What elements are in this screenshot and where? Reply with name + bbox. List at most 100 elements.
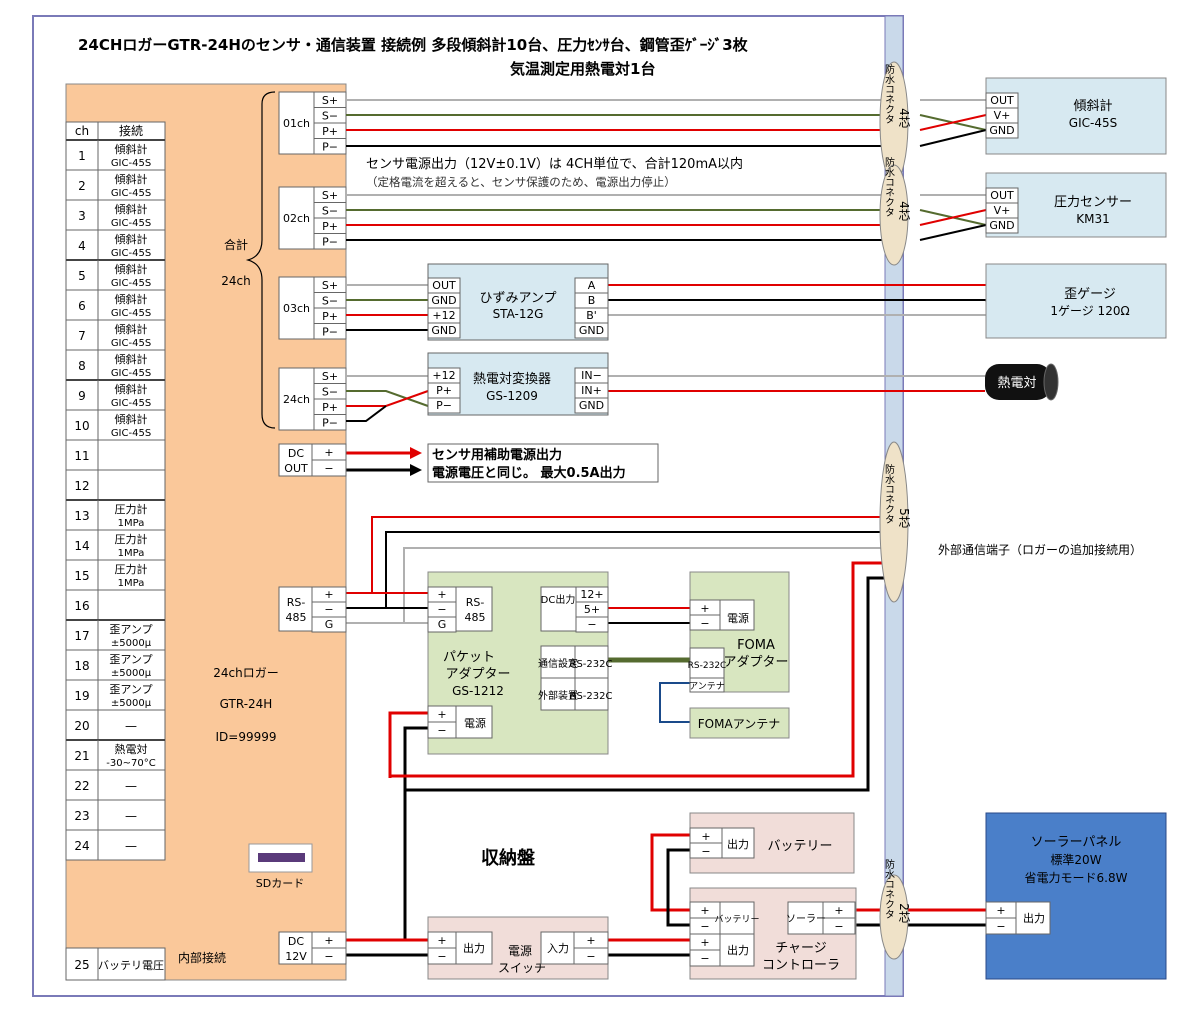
strain-amp-left-pin-label: GND (431, 294, 456, 307)
packet-dc-pin-frame (575, 586, 609, 633)
rs485-label1: RS- (287, 596, 306, 609)
charger-solar-minus: − (834, 920, 843, 933)
connector-label: 防水コネクタ (883, 156, 895, 217)
packet-ext-port-label: RS-232C (570, 691, 613, 702)
tc-converter-right-pins: IN−IN+GND (574, 367, 609, 414)
table-ch-number: 5 (78, 269, 86, 283)
charger-solar-label: ソーラー (786, 913, 826, 925)
table-row (65, 169, 166, 201)
table-ch-number: 22 (74, 779, 89, 793)
strain-gauge-name: 歪ゲージ (1064, 287, 1116, 302)
strain-amp-model: STA-12G (493, 307, 544, 321)
channel-pin-label: S+ (322, 94, 338, 107)
table-conn-line2: GIC-45S (111, 308, 151, 319)
solar-plus: + (996, 904, 1005, 917)
channel-pin-label: P− (322, 236, 338, 249)
channel-pin-label: P+ (322, 401, 338, 414)
sensor-power-note-2: （定格電流を超えると、センサ保護のため、電源出力停止） (366, 175, 676, 189)
table-conn-line2: 1MPa (118, 518, 145, 529)
table-row (65, 229, 166, 261)
channel-name: 03ch (283, 302, 310, 315)
table-conn-line1: 傾斜計 (115, 412, 148, 426)
table-ch-number: 12 (74, 479, 89, 493)
packet-dc-label: DC出力 (541, 593, 576, 606)
packet-model: GS-1212 (452, 684, 504, 698)
packet-comm-label: 通信設定 (538, 657, 578, 670)
thermocouple: 熱電対 (985, 363, 1059, 401)
charger-name2: コントローラ (762, 958, 840, 973)
table-conn-line2: GIC-45S (111, 398, 151, 409)
inclinometer-pin-frame (985, 92, 1019, 139)
inclinometer-pin-label: V+ (994, 109, 1011, 122)
table-row (65, 679, 166, 711)
switch-out-minus: − (437, 950, 446, 963)
foma-antenna-label: FOMAアンテナ (698, 717, 780, 731)
battery-minus: − (701, 845, 710, 858)
table-ch-number: 19 (74, 689, 89, 703)
sd-card-icon (258, 853, 305, 862)
table-conn-line1: 傾斜計 (115, 142, 148, 156)
table-row (65, 709, 166, 741)
battery-plus: + (701, 830, 710, 843)
table-ch-number: 18 (74, 659, 89, 673)
pressure-pin-label: OUT (990, 189, 1014, 202)
solar-minus: − (996, 920, 1005, 933)
switch-in-label: 入力 (547, 942, 569, 955)
table-ch-number: 14 (74, 539, 89, 553)
charger-bat-label: バッテリー (714, 914, 759, 925)
table-row (65, 439, 166, 471)
solar-out-label: 出力 (1023, 911, 1045, 925)
switch-in-plus: + (586, 934, 595, 947)
foma-rs232c-port (689, 647, 725, 679)
solar-name: ソーラーパネル (1031, 835, 1122, 850)
pressure-sensor-model: KM31 (1076, 212, 1110, 226)
table-row (65, 409, 166, 441)
foma-antenna-box (689, 707, 790, 739)
dc12v-plus: + (324, 934, 333, 947)
table-conn-line1: 傾斜計 (115, 232, 148, 246)
packet-dc-pin-label: 5+ (584, 603, 600, 616)
inclinometer-pin-label: GND (989, 124, 1014, 137)
charger-out-plus: + (700, 936, 709, 949)
channel-pin-label: P+ (322, 220, 338, 233)
table-conn-line1: 熱電対 (115, 742, 148, 756)
table-row (65, 289, 166, 321)
connector-cores: 2芯 (897, 903, 911, 923)
tc-converter-model: GS-1209 (486, 389, 538, 403)
table-row (65, 619, 166, 651)
power-wires (346, 833, 986, 957)
battery-out-label: 出力 (727, 837, 749, 851)
wires-ch01 (346, 99, 987, 147)
waterproof-connector (879, 874, 909, 960)
packet-pwr-label: 電源 (464, 716, 486, 730)
tc-converter-left-pins: +12P+P− (427, 367, 461, 414)
channel-pin-label: P− (322, 417, 338, 430)
charger-battery-terminal (689, 901, 755, 935)
table-conn-line2: 1MPa (118, 548, 145, 559)
table-header-conn: 接続 (119, 123, 143, 138)
table-ch-number: 1 (78, 149, 86, 163)
table-conn-line2: GIC-45S (111, 188, 151, 199)
table-row (65, 319, 166, 351)
table-conn-line1: 傾斜計 (115, 202, 148, 216)
table-row (65, 499, 166, 531)
wires-ch24 (346, 375, 985, 422)
table-ch-number: 2 (78, 179, 86, 193)
table-conn-line2: ±5000μ (111, 638, 152, 649)
table-ch-number: 3 (78, 209, 86, 223)
tc-converter-name: 熱電対変換器 (473, 371, 551, 387)
table-conn-line2: GIC-45S (111, 278, 151, 289)
aux-power-box (427, 443, 659, 483)
dcout-label1: DC (288, 447, 304, 460)
charger-bat-plus: + (700, 904, 709, 917)
pressure-pin-label: V+ (994, 204, 1011, 217)
dcout-label2: OUT (284, 462, 308, 475)
channel-pin-label: P− (322, 326, 338, 339)
rs485-pins: +−G (311, 586, 347, 633)
packet-rs-pin-label: + (437, 588, 446, 601)
strain-amp-right-pins: ABB'GND (574, 277, 609, 339)
comm-wires (346, 516, 885, 940)
table-conn-line2: ±5000μ (111, 698, 152, 709)
strain-amp-name: ひずみアンプ (479, 291, 556, 306)
